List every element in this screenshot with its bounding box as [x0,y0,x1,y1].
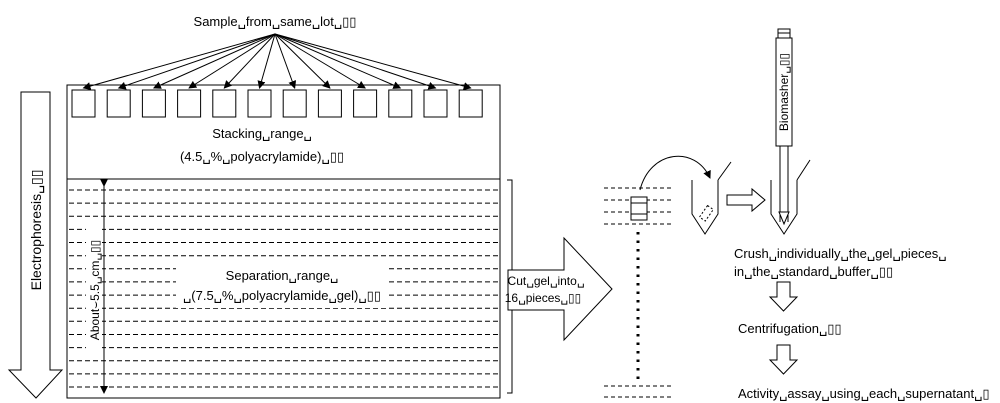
centrifugation-label: Centrifugation␣▯▯ [738,321,842,336]
stacking-range-composition: (4.5␣%␣polyacrylamide)␣▯▯ [180,149,344,164]
crush-step-label: Crush␣individually␣the␣gel␣pieces␣ [734,246,947,261]
sample-well [458,89,483,118]
sample-arrow [274,33,297,89]
sample-label: Sample␣from␣same␣lot␣▯▯ [194,14,357,29]
tube-with-biomasher [770,159,811,235]
sample-well [106,89,131,118]
sample-arrow [274,33,472,90]
sample-arrow [188,33,276,89]
down-arrow-1 [768,281,799,312]
cut-gel-count-label: 16␣pieces␣▯▯ [505,291,581,305]
cut-gel-label: Cut␣gel␣into␣ [508,274,585,288]
sample-arrow [152,33,276,89]
gel-piece-icon [630,196,648,221]
biomasher-label: Biomasher␣▯▯ [777,53,791,131]
sample-well [282,89,307,118]
sample-well [317,89,342,118]
sample-well [141,89,166,118]
sample-well [247,89,272,118]
sample-arrow [274,33,331,89]
electrophoresis-arrow [7,91,64,399]
separation-label-background [176,264,388,308]
sample-well [388,89,413,118]
sample-arrow [274,33,366,89]
activity-assay-label: Activity␣assay␣using␣each␣supernatant␣▯ [738,386,989,401]
separation-range-composition: ␣(7.5␣%␣polyacrylamide␣gel)␣▯▯ [183,288,381,303]
separation-range-label: Separation␣range␣ [226,268,339,283]
sample-distribution-arrows [82,33,472,90]
sample-wells [71,89,483,118]
sample-arrow [257,33,276,89]
sample-arrow [274,33,437,90]
sample-well [212,89,237,118]
sample-arrow [82,33,276,90]
sample-well [423,89,448,118]
sample-well [177,89,202,118]
gel-strip [604,187,672,398]
sample-arrow [274,33,402,89]
stacking-range-label: Stacking␣range␣ [212,126,312,141]
sample-arrow [223,33,276,89]
crush-step-buffer-label: in␣the␣standard␣buffer␣▯▯ [734,264,893,279]
measurement-label-background [86,220,102,360]
tube-with-gel-piece [691,161,732,235]
sample-arrow [117,33,276,90]
sample-well [353,89,378,118]
cut-gel-arrow [507,236,613,342]
measurement-label: About⌣5.5␣cm␣▯▯ [88,240,102,340]
electrophoresis-label: Electrophoresis␣▯▯ [28,170,45,291]
next-step-arrow [726,187,766,213]
sample-well [71,89,96,118]
gel-outline [66,84,501,399]
down-arrow-2 [768,344,799,375]
transfer-arrow [639,155,711,191]
